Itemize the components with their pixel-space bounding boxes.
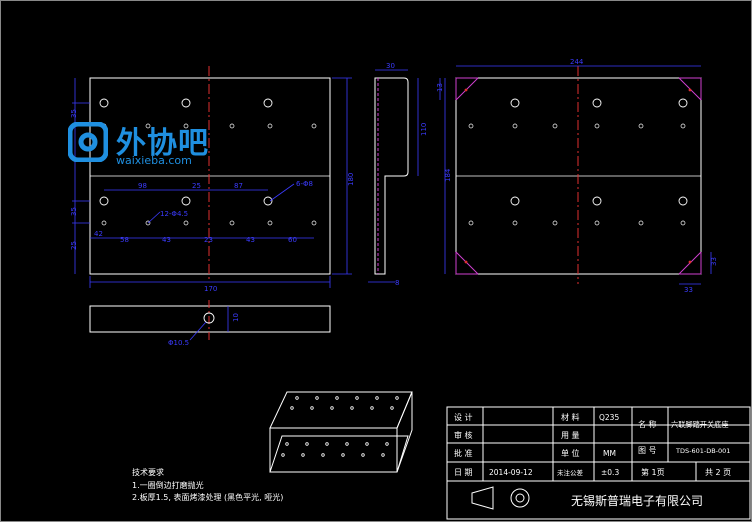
- watermark-logo: 外协吧 waixieba.com: [68, 118, 213, 170]
- tb-tol-label: 未注公差: [557, 468, 584, 477]
- right-view-dimension-lines: [439, 65, 712, 285]
- tb-check-label: 审 核: [454, 430, 473, 440]
- tb-total-value: 共 2 页: [705, 468, 731, 477]
- dim-front-holes-small: 12-Φ4.5: [160, 210, 188, 218]
- right-view: 244 184 33 33 13: [436, 58, 718, 294]
- dim-front-row1: 42: [94, 230, 103, 238]
- dim-bottom-depth: 10: [232, 313, 240, 322]
- side-view-profile: [374, 77, 409, 275]
- tb-page-value: 第 1页: [641, 467, 665, 477]
- right-view-large-holes: [510, 98, 688, 206]
- tb-unit-value: MM: [603, 449, 616, 458]
- tb-approve-label: 批 准: [454, 448, 473, 458]
- logo-badge-icon: [68, 122, 108, 162]
- dim-front-row5: 43: [246, 236, 255, 244]
- bottom-view-hole: [203, 312, 215, 324]
- tb-drawing-value: TDS-601-DB-001: [675, 447, 730, 455]
- dim-front-span-c: 87: [234, 182, 243, 190]
- dim-side-top: 30: [386, 62, 395, 70]
- tb-date-label: 日 期: [454, 468, 473, 477]
- dim-front-row2: 58: [120, 236, 129, 244]
- dim-right-height: 184: [444, 168, 452, 182]
- dim-front-span-b: 25: [192, 182, 201, 190]
- tb-material-label: 材 料: [561, 412, 580, 422]
- logo-main-text: 外协吧: [116, 126, 209, 161]
- bottom-view-dimension-lines: [189, 306, 229, 341]
- dim-front-row4: 23: [204, 236, 213, 244]
- right-view-small-holes: [468, 123, 686, 226]
- bottom-view-outline: [89, 305, 331, 333]
- dim-front-row3: 43: [162, 236, 171, 244]
- notes-line1: 1.一圈倒边打磨抛光: [132, 480, 204, 490]
- tb-tol-value: ±0.3: [601, 468, 619, 477]
- dim-right-corner-w: 33: [684, 286, 693, 294]
- dim-right-corner-h: 33: [710, 257, 718, 266]
- dim-front-bottom-gap: 25: [70, 241, 78, 250]
- front-view-dimension-texts: 170 180 35 35 25 98 25 87 42 58 43 23 43…: [70, 109, 355, 293]
- tb-drawing-label: 图 号: [638, 446, 657, 455]
- isometric-view: [269, 391, 413, 473]
- dim-front-span-a: 98: [138, 182, 147, 190]
- tb-date-value: 2014-09-12: [489, 468, 533, 477]
- tb-design-label: 设 计: [454, 412, 473, 422]
- tb-unit-label: 单 位: [561, 448, 580, 458]
- projection-symbol-icon: [471, 486, 530, 510]
- title-block: 设 计 审 核 批 准 日 期 2014-09-12 材 料 Q235 用 量 …: [446, 406, 751, 520]
- front-view-dimension-lines: [72, 77, 352, 288]
- dim-front-height: 180: [347, 173, 355, 186]
- dim-front-holes-large: 6-Φ8: [296, 180, 313, 188]
- dim-front-row6: 60: [288, 236, 297, 244]
- tb-name-label: 名 称: [638, 419, 657, 429]
- dim-side-thickness: 8: [395, 279, 399, 287]
- bottom-view: 10 Φ10.5: [89, 300, 331, 347]
- notes-title: 技术要求: [132, 467, 164, 477]
- right-view-corner-marks: [464, 88, 692, 264]
- tb-qty-label: 用 量: [561, 431, 580, 440]
- dim-front-hole-gap: 35: [70, 207, 78, 216]
- logo-sub-text: waixieba.com: [116, 154, 192, 167]
- side-view: 30 110 8: [368, 62, 428, 287]
- front-view: 170 180 35 35 25 98 25 87 42 58 43 23 43…: [70, 66, 355, 293]
- dim-front-width: 170: [204, 285, 217, 293]
- front-view-large-holes: [99, 98, 273, 206]
- dim-side-height: 110: [420, 123, 428, 136]
- dim-front-top-margin: 35: [70, 109, 78, 118]
- tb-name-value: 六联脚踏开关底座: [671, 420, 729, 429]
- side-view-dimension-lines: [368, 69, 419, 283]
- dim-right-top-small: 13: [436, 83, 444, 92]
- dim-right-width: 244: [570, 58, 584, 66]
- technical-notes: 技术要求 1.一圈倒边打磨抛光 2.板厚1.5, 表面烤漆处理 (黑色平光, 哑…: [132, 467, 283, 502]
- dim-bottom-hole: Φ10.5: [168, 339, 189, 347]
- tb-company: 无锡斯普瑞电子有限公司: [571, 493, 703, 508]
- tb-material-value: Q235: [599, 413, 619, 422]
- notes-line2: 2.板厚1.5, 表面烤漆处理 (黑色平光, 哑光): [132, 492, 283, 502]
